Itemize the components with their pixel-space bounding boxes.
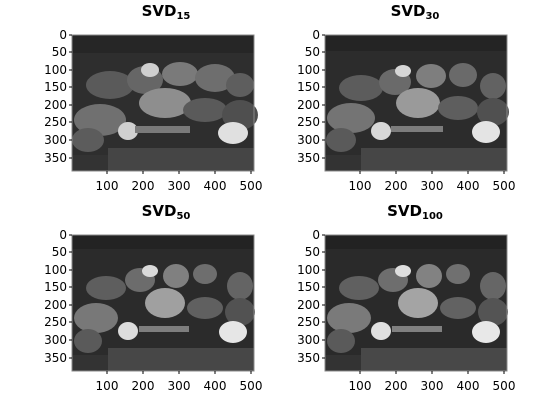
y-axis: 0 50 100 150 200 250 300 350 xyxy=(44,228,72,365)
x-tick-label: 500 xyxy=(240,179,263,193)
y-tick-label: 350 xyxy=(44,151,67,165)
y-tick-label: 300 xyxy=(44,333,67,347)
title-main: SVD xyxy=(390,2,426,20)
title-main: SVD xyxy=(387,202,422,220)
x-tick-label: 400 xyxy=(204,179,227,193)
panel-svd-15: SVD15 xyxy=(40,0,290,215)
x-axis: 100 200 300 400 500 xyxy=(96,371,263,393)
panel-title: SVD100 xyxy=(365,202,465,226)
svd-image xyxy=(325,235,508,371)
y-tick-label: 50 xyxy=(52,45,67,59)
x-tick-label: 500 xyxy=(493,179,516,193)
x-tick-label: 300 xyxy=(168,379,191,393)
y-tick-label: 0 xyxy=(59,228,67,242)
y-tick-label: 150 xyxy=(44,80,67,94)
x-tick-label: 100 xyxy=(96,179,119,193)
y-tick-label: 0 xyxy=(312,28,320,42)
axes-frame xyxy=(324,234,508,372)
y-tick-label: 300 xyxy=(44,133,67,147)
x-tick-label: 400 xyxy=(457,379,480,393)
x-tick-label: 100 xyxy=(96,379,119,393)
y-tick-label: 300 xyxy=(297,333,320,347)
y-tick-label: 100 xyxy=(297,63,320,77)
y-tick-label: 300 xyxy=(297,133,320,147)
y-tick-label: 50 xyxy=(305,45,320,59)
x-tick-label: 300 xyxy=(421,179,444,193)
panel-title: SVD50 xyxy=(116,202,216,226)
x-axis: 100 200 300 400 500 xyxy=(349,171,516,193)
x-tick-label: 200 xyxy=(132,179,155,193)
x-tick-label: 300 xyxy=(421,379,444,393)
x-tick-label: 200 xyxy=(132,379,155,393)
image-axes: 0 50 100 150 200 250 300 350 100 200 300… xyxy=(297,28,516,193)
y-tick-label: 200 xyxy=(297,98,320,112)
image-axes: 0 50 100 150 200 250 300 350 100 200 300… xyxy=(297,228,516,393)
y-tick-label: 100 xyxy=(297,263,320,277)
y-tick-label: 50 xyxy=(52,245,67,259)
y-axis: 0 50 100 150 200 250 300 350 xyxy=(44,28,72,165)
x-tick-label: 200 xyxy=(385,379,408,393)
y-tick-label: 350 xyxy=(44,351,67,365)
x-tick-label: 500 xyxy=(240,379,263,393)
y-axis: 0 50 100 150 200 250 300 350 xyxy=(297,28,325,165)
title-main: SVD xyxy=(141,2,177,20)
x-tick-label: 100 xyxy=(349,179,372,193)
y-tick-label: 250 xyxy=(44,315,67,329)
y-tick-label: 0 xyxy=(312,228,320,242)
x-axis: 100 200 300 400 500 xyxy=(96,171,263,193)
panel-svd-30: SVD30 xyxy=(293,0,543,215)
y-tick-label: 250 xyxy=(44,115,67,129)
axes-frame xyxy=(324,34,508,172)
y-tick-label: 150 xyxy=(44,280,67,294)
y-tick-label: 250 xyxy=(297,315,320,329)
panel-title: SVD30 xyxy=(365,2,465,26)
svd-image xyxy=(72,235,255,371)
title-subscript: 100 xyxy=(422,211,443,222)
y-tick-label: 100 xyxy=(44,63,67,77)
y-tick-label: 50 xyxy=(305,245,320,259)
y-tick-label: 350 xyxy=(297,351,320,365)
panel-title: SVD15 xyxy=(116,2,216,26)
y-tick-label: 200 xyxy=(44,298,67,312)
axes-frame xyxy=(71,234,255,372)
y-tick-label: 200 xyxy=(297,298,320,312)
y-tick-label: 150 xyxy=(297,80,320,94)
y-tick-label: 0 xyxy=(59,28,67,42)
title-subscript: 30 xyxy=(425,11,440,22)
x-tick-label: 400 xyxy=(457,179,480,193)
panel-svd-100: SVD100 xyxy=(293,200,543,415)
svd-image xyxy=(72,35,258,171)
x-tick-label: 200 xyxy=(385,179,408,193)
image-axes: 0 50 100 150 200 250 300 350 100 200 300… xyxy=(44,228,263,393)
title-main: SVD xyxy=(141,202,177,220)
y-tick-label: 100 xyxy=(44,263,67,277)
title-subscript: 50 xyxy=(176,211,191,222)
y-tick-label: 200 xyxy=(44,98,67,112)
svd-image xyxy=(325,35,509,171)
y-tick-label: 150 xyxy=(297,280,320,294)
x-tick-label: 400 xyxy=(204,379,227,393)
x-axis: 100 200 300 400 500 xyxy=(349,371,516,393)
image-axes: 0 50 100 150 200 250 300 350 100 200 300… xyxy=(44,28,263,193)
y-tick-label: 350 xyxy=(297,151,320,165)
x-tick-label: 500 xyxy=(493,379,516,393)
y-tick-label: 250 xyxy=(297,115,320,129)
x-tick-label: 100 xyxy=(349,379,372,393)
y-axis: 0 50 100 150 200 250 300 350 xyxy=(297,228,325,365)
title-subscript: 15 xyxy=(176,11,191,22)
panel-svd-50: SVD50 xyxy=(40,200,290,415)
x-tick-label: 300 xyxy=(168,179,191,193)
axes-frame xyxy=(71,34,255,172)
